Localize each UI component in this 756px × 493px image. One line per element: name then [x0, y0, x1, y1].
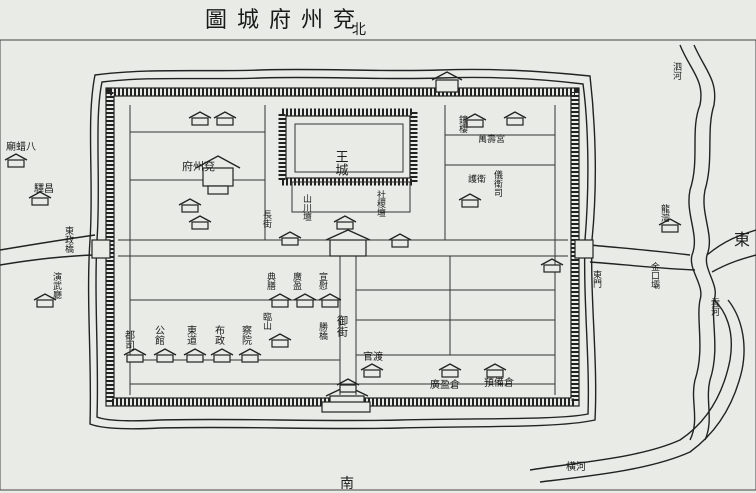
building-icon: [438, 363, 462, 378]
label-qian-jin-zha: 金口壩: [649, 261, 660, 290]
building-icon: [238, 348, 262, 363]
label-she-ji: 社稷壇: [375, 189, 386, 217]
central-gate-bldg: [325, 229, 371, 257]
label-linshan: 臨山: [261, 311, 272, 330]
building-icon: [153, 348, 177, 363]
building-icon: [123, 348, 147, 363]
palace-wall-inner: [285, 115, 411, 179]
label-military: 演武廳: [51, 271, 62, 300]
label-prefecture: 府州兗: [182, 159, 215, 173]
label-north-bldg-2: 萬壽宮: [478, 133, 505, 145]
east-river-bank-left: [679, 44, 702, 441]
label-north-bldg-4: 護衛: [468, 173, 486, 185]
building-icon: [4, 153, 28, 168]
east-river-bank-right: [693, 44, 716, 441]
west-road-bottom: [0, 254, 96, 266]
label-west-bridge: 東政橋: [63, 225, 74, 254]
building-icon: [188, 111, 212, 126]
label-shengqiao: 勝橋: [317, 321, 328, 341]
building-icon: [336, 378, 360, 393]
label-yujie: 御街: [336, 314, 349, 338]
label-dianpu: 典膳: [265, 271, 276, 291]
label-guang-yu-cang: 廣盈倉: [430, 378, 460, 391]
label-shan-chuan: 山川壇: [301, 194, 312, 221]
building-icon: [183, 348, 207, 363]
label-river-heng: 橫河: [566, 460, 586, 473]
palace-front-court: [291, 181, 411, 213]
building-icon: [33, 293, 57, 308]
label-xuanwei: 宣慰: [317, 271, 328, 290]
south-river-bank-2: [539, 299, 745, 483]
label-prefect-office: 都司: [123, 330, 135, 350]
building-icon: [483, 363, 507, 378]
north-gate-tower: [431, 71, 463, 93]
compass-south: 南: [340, 476, 354, 492]
label-changjie: 長街: [261, 210, 272, 229]
building-icon: [658, 218, 682, 233]
label-north-bldg-3: 儀衛司: [492, 169, 503, 197]
building-icon: [333, 215, 357, 230]
building-icon: [213, 111, 237, 126]
label-dongdao: 東道: [185, 324, 197, 345]
building-icon: [278, 231, 302, 246]
label-station: 驛昌: [34, 183, 54, 195]
moat-outer: [87, 68, 597, 430]
building-icon: [268, 293, 292, 308]
compass-east: 東: [734, 230, 750, 249]
label-chayuan: 察院: [240, 324, 252, 346]
label-palace: 王城: [333, 150, 349, 177]
label-river-si: 泗河: [671, 62, 682, 80]
building-icon: [188, 215, 212, 230]
east-branch-top: [706, 229, 756, 256]
building-icon: [503, 111, 527, 126]
palace-inner: [294, 123, 404, 173]
label-north-bldg-1: 鐘樓: [457, 114, 468, 134]
map-frame: [0, 39, 756, 491]
label-buzheng: 布政: [213, 325, 225, 346]
label-guangyao: 廣盈: [291, 271, 302, 290]
label-gongguan: 公館: [153, 325, 165, 346]
label-east-gate: 東門: [591, 269, 602, 289]
building-icon: [318, 293, 342, 308]
building-icon: [540, 258, 564, 273]
prefecture-building: [195, 155, 241, 195]
south-river-bank-1: [529, 299, 732, 471]
building-icon: [463, 113, 487, 128]
building-icon: [268, 333, 292, 348]
label-lu-zha: 龍灣: [659, 203, 670, 223]
label-yu-bei-cang: 預備倉: [484, 376, 514, 389]
compass-north: 北: [352, 22, 366, 38]
moat-inner: [95, 76, 590, 422]
east-gate-tower: [574, 239, 594, 259]
east-road-bottom: [589, 261, 696, 271]
label-river-yun: 雲河: [709, 298, 720, 316]
building-icon: [210, 348, 234, 363]
building-icon: [28, 191, 52, 206]
building-icon: [178, 198, 202, 213]
south-wall-bastion: [321, 401, 371, 413]
label-temple-left: 廟蜡八: [6, 140, 36, 153]
building-icon: [458, 193, 482, 208]
east-road-top: [589, 244, 691, 256]
east-branch-bottom: [711, 254, 756, 273]
west-road-top: [0, 234, 96, 251]
building-icon: [360, 363, 384, 378]
west-gate-tower: [91, 239, 111, 259]
building-icon: [388, 233, 412, 248]
building-icons: [4, 111, 682, 393]
label-guandu: 官渡: [363, 350, 383, 363]
building-icon: [293, 293, 317, 308]
